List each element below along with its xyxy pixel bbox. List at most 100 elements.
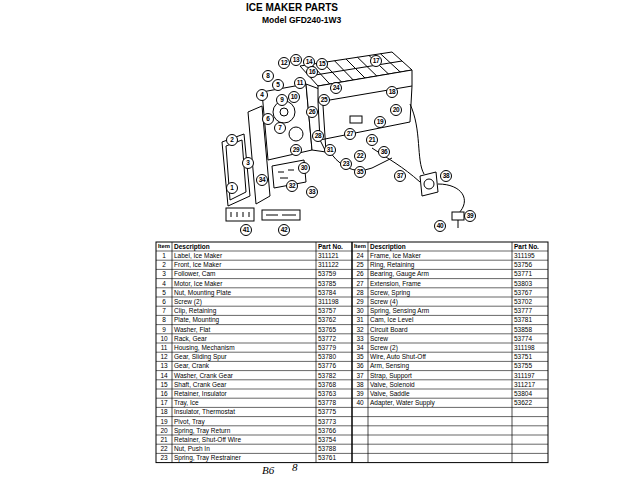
part-description: Washer, Flat xyxy=(174,325,314,334)
part-number: 53767 xyxy=(514,288,546,297)
handwritten-note: B6 xyxy=(262,464,274,477)
callout-number: 7 xyxy=(274,122,286,134)
part-description: Label, Ice Maker xyxy=(174,251,314,260)
callout-number: 8 xyxy=(262,70,274,82)
mechanism-housing xyxy=(262,84,312,160)
callout-number: 26 xyxy=(306,106,318,118)
part-description: Ring, Retaining xyxy=(370,260,510,269)
part-description: Spring, Sensing Arm xyxy=(370,306,510,315)
callout-number: 27 xyxy=(344,128,356,140)
part-number: 53761 xyxy=(318,453,350,462)
item-number: 26 xyxy=(354,269,366,278)
item-number: 20 xyxy=(158,426,170,435)
item-number: 35 xyxy=(354,352,366,361)
item-number: 19 xyxy=(158,417,170,426)
callout-number: 28 xyxy=(312,130,324,142)
part-description: Circuit Board xyxy=(370,325,510,334)
part-number: 53779 xyxy=(318,343,350,352)
callout-number: 3 xyxy=(242,157,254,169)
item-number: 15 xyxy=(158,380,170,389)
callout-number: 32 xyxy=(286,180,298,192)
title-text: ICE MAKER PARTS xyxy=(246,2,338,14)
callout-number: 6 xyxy=(262,113,274,125)
part-number: 53766 xyxy=(318,426,350,435)
callout-number: 18 xyxy=(386,86,398,98)
item-number: 11 xyxy=(158,343,170,352)
callout-number: 5 xyxy=(272,79,284,91)
part-number: 53762 xyxy=(318,315,350,324)
item-number: 16 xyxy=(158,389,170,398)
part-number: 53771 xyxy=(514,269,546,278)
callout-number: 24 xyxy=(330,82,342,94)
part-description: Screw, Spring xyxy=(370,288,510,297)
item-number: 2 xyxy=(158,260,170,269)
callout-number: 33 xyxy=(306,186,318,198)
table-header: Description xyxy=(174,242,314,251)
item-number: 18 xyxy=(158,407,170,416)
water-tube xyxy=(438,184,464,214)
part-description: Front, Ice Maker xyxy=(174,260,314,269)
item-number: 4 xyxy=(158,279,170,288)
part-description: Strap, Support xyxy=(370,371,510,380)
part-description: Screw (2) xyxy=(174,297,314,306)
part-number: 53759 xyxy=(318,269,350,278)
part-description: Motor, Ice Maker xyxy=(174,279,314,288)
callout-number: 30 xyxy=(298,162,310,174)
callout-number: 25 xyxy=(318,94,330,106)
part-description: Gear, Crank xyxy=(174,361,314,370)
part-description: Plate, Mounting xyxy=(174,315,314,324)
callout-number: 4 xyxy=(256,89,268,101)
part-number: 53763 xyxy=(318,389,350,398)
part-number: 53765 xyxy=(318,325,350,334)
part-number: 311195 xyxy=(514,251,546,260)
callout-number: 9 xyxy=(276,94,288,106)
fill-tube xyxy=(410,104,424,174)
part-number: 53757 xyxy=(318,306,350,315)
motor-hub xyxy=(280,108,288,116)
part-description: Screw xyxy=(370,334,510,343)
item-number: 5 xyxy=(158,288,170,297)
part-description: Clip, Retaining xyxy=(174,306,314,315)
item-number: 37 xyxy=(354,371,366,380)
part-number: 311197 xyxy=(514,371,546,380)
table-header: Part No. xyxy=(514,242,546,251)
part-number: 53778 xyxy=(318,398,350,407)
callout-number: 39 xyxy=(464,210,476,222)
table-header: Item xyxy=(354,242,366,251)
tray-cells xyxy=(309,54,402,84)
callout-number: 13 xyxy=(290,54,302,66)
solenoid-valve xyxy=(420,172,438,196)
hardware-pack xyxy=(262,210,300,220)
screw-set xyxy=(226,208,254,221)
part-number: 53754 xyxy=(318,435,350,444)
item-number: 32 xyxy=(354,325,366,334)
part-description: Nut, Push In xyxy=(174,444,314,453)
part-number: 53776 xyxy=(318,361,350,370)
part-number: 53782 xyxy=(318,371,350,380)
solenoid-coil xyxy=(424,179,434,189)
callout-number: 10 xyxy=(288,91,300,103)
part-number: 53858 xyxy=(514,325,546,334)
item-number: 17 xyxy=(158,398,170,407)
part-description: Retainer, Insulator xyxy=(174,389,314,398)
item-number: 31 xyxy=(354,315,366,324)
item-number: 25 xyxy=(354,260,366,269)
part-number: 53784 xyxy=(318,288,350,297)
item-number: 39 xyxy=(354,389,366,398)
item-number: 38 xyxy=(354,380,366,389)
part-description: Spring, Tray Return xyxy=(174,426,314,435)
board-traces xyxy=(278,170,294,178)
model-number: Model GFD240-1W3 xyxy=(262,15,341,25)
part-number: 53788 xyxy=(318,444,350,453)
front-plate xyxy=(222,134,250,206)
callout-number: 34 xyxy=(256,174,268,186)
handwritten-note: 8 xyxy=(292,461,298,474)
part-number: 53622 xyxy=(514,398,546,407)
part-description: Wire, Auto Shut-Off xyxy=(370,352,510,361)
part-number: 53772 xyxy=(318,334,350,343)
part-description: Insulator, Thermostat xyxy=(174,407,314,416)
part-number: 311217 xyxy=(514,380,546,389)
table-columns xyxy=(172,242,512,463)
